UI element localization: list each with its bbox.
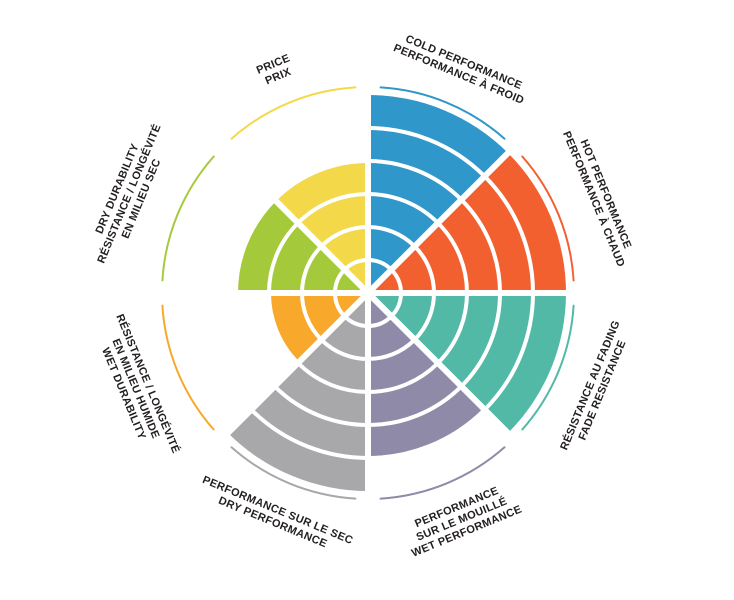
sector-dry-performance	[228, 293, 368, 491]
sector-dry-durability	[236, 199, 368, 293]
scale-arc-dry-performance	[230, 446, 357, 500]
scale-arc-hot-performance	[521, 155, 575, 282]
sector-wet-performance	[368, 293, 485, 459]
sector-separator	[214, 139, 371, 296]
scale-arc-price	[230, 86, 357, 140]
sector-separator	[365, 290, 522, 447]
scale-arc-cold-performance	[379, 86, 506, 140]
scale-arc-wet-performance	[379, 446, 506, 500]
sector-hot-performance	[368, 153, 566, 293]
scale-arc-dry-durability	[161, 155, 215, 282]
sector-wet-durability	[269, 293, 368, 363]
sector-separator	[214, 290, 371, 447]
sector-separator	[365, 139, 522, 296]
sector-fade-resistance	[368, 293, 566, 433]
sector-cold-performance	[368, 95, 508, 293]
scale-arc-fade-resistance	[521, 304, 575, 431]
scale-arc-wet-durability	[161, 304, 215, 431]
sector-price	[274, 161, 368, 293]
